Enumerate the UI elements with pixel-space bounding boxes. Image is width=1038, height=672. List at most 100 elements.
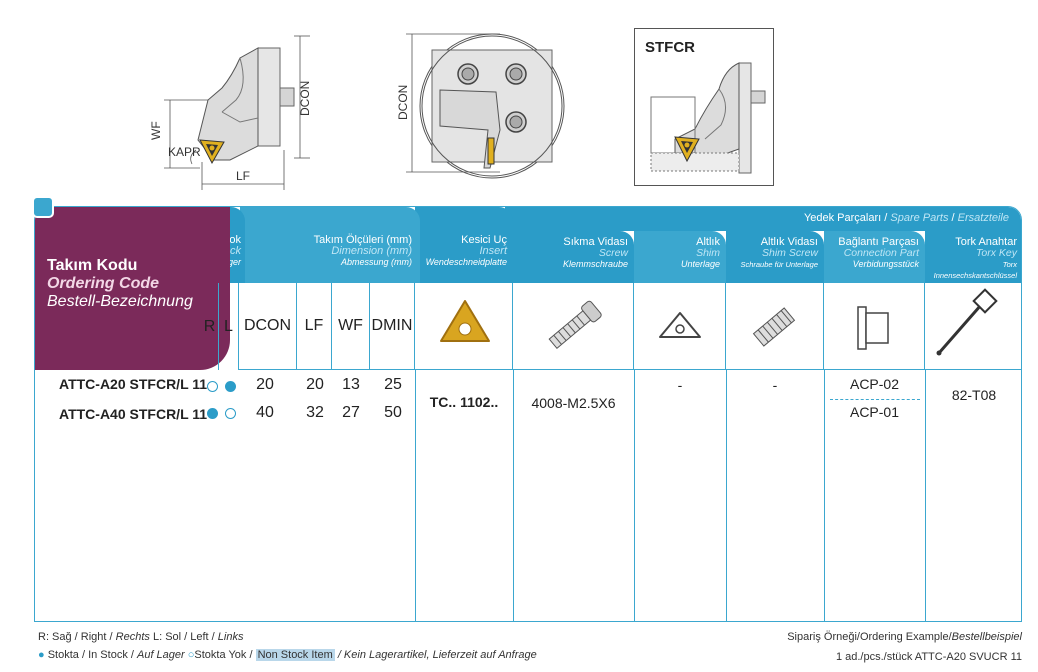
shim-screw-tr: Altlık Vidası [760,236,818,248]
stock-out-icon [207,381,218,392]
connection-value-1: ACP-02 [849,376,900,392]
screw-header: Sıkma Vidası Screw Klemmschraube [513,231,634,283]
insert-de: Wendeschneidplatte [425,257,507,267]
legend-in-de: Auf Lager [136,649,185,661]
table-row-code: ATTC-A20 STFCR/L 11 [59,376,208,392]
shim-screw-en: Shim Screw [761,247,818,259]
screw-de: Klemmschraube [562,259,628,269]
torx-tr: Tork Anahtar [955,236,1017,248]
screw-image-cell [513,283,634,370]
spare-parts-de: Ersatzteile [957,212,1009,224]
shim-value: - [677,377,683,393]
shim-screw-de: Schraube für Unterlage [740,260,818,269]
dimensions-header: Takım Ölçüleri (mm) Dimension (mm) Abmes… [240,207,420,283]
front-dcon-label: DCON [396,85,410,120]
shim-header: Altlık Shim Unterlage [634,231,726,283]
detail-view-title: STFCR [645,39,695,56]
stock-in-icon: ● [38,649,45,661]
connection-header: Bağlantı Parçası Connection Part Verbidu… [824,231,925,283]
torx-header: Tork Anahtar Torx Key Torx Innensechskan… [925,231,1021,283]
divider [634,370,635,621]
dimensions-de: Abmessung (mm) [340,257,412,267]
insert-value: TC.. 1102.. [429,394,499,410]
shim-image-cell [634,283,726,370]
shim-tr: Altlık [696,236,720,248]
legend-out: Stokta Yok / [194,649,256,661]
shim-en: Shim [696,247,720,259]
cell-wf: 13 [342,376,360,393]
legend-l: L: Sol / Left / [149,631,218,643]
sub-l: L [219,283,239,370]
spare-parts-en: Spare Parts [890,212,949,224]
screw-tr: Sıkma Vidası [563,236,628,248]
screw-en: Screw [598,247,628,259]
sub-dmin: DMIN [370,283,415,370]
sub-dcon: DCON [239,283,297,370]
torx-key-icon [936,288,998,356]
ordering-code-en: Ordering Code [47,275,160,292]
kapr-label: KAPR [168,145,201,159]
connection-image-cell [824,283,925,370]
example-label-tr: Sipariş Örneği/Ordering Example/ [787,631,952,643]
stock-in-icon [207,408,218,419]
divider [824,370,825,621]
connection-tr: Bağlantı Parçası [838,236,919,248]
sub-wf: WF [332,283,370,370]
ordering-example-value: 1 ad./pcs./stück ATTC-A20 SVUCR 11 [835,651,1022,663]
stock-out-icon [225,408,236,419]
legend-stock: ● Stokta / In Stock / Auf Lager ○Stokta … [38,649,537,661]
dimensions-tr: Takım Ölçüleri (mm) [313,234,412,246]
legend-out-de: / Kein Lagerartikel, Lieferzeit auf Anfr… [334,649,537,661]
sub-r: R [201,283,219,370]
cell-lf: 32 [306,404,324,421]
divider [726,370,727,621]
legend-l-de: Links [217,631,244,643]
cell-dmin: 50 [384,404,402,421]
legend-rl: R: Sağ / Right / Rechts L: Sol / Left / … [38,631,243,643]
legend-out-en: Non Stock Item [255,649,335,661]
legend-in: Stokta / In Stock / [47,649,137,661]
cell-wf: 27 [342,404,360,421]
torx-value: 82-T08 [951,387,997,403]
insert-tr: Kesici Uç [461,234,507,246]
insert-header: Kesici Uç Insert Wendeschneidplatte [415,207,513,283]
shim-screw-image-cell [726,283,824,370]
legend-r-de: Rechts [115,631,150,643]
stock-in-icon [225,381,236,392]
shim-screw-header: Altlık Vidası Shim Screw Schraube für Un… [726,231,824,283]
product-table: Yedek Parçaları / Spare Parts / Ersatzte… [34,206,1022,622]
dimensions-en: Dimension (mm) [331,245,412,257]
side-dcon-label: DCON [298,81,312,116]
ordering-code-tr: Takım Kodu [47,257,138,274]
table-row-code: ATTC-A40 STFCR/L 11 [59,406,208,422]
torx-image-cell [925,283,1021,370]
stock-out-icon: ○ [187,649,195,661]
ordering-code-de: Bestell-Bezeichnung [47,293,193,310]
spare-parts-tr: Yedek Parçaları [803,212,882,224]
connection-divider [830,399,920,400]
cell-dcon: 40 [256,404,274,421]
connection-en: Connection Part [843,247,919,259]
screw-value: 4008-M2.5X6 [531,395,616,411]
divider [513,370,514,621]
connection-de: Verbidungsstück [852,259,919,269]
wf-label: WF [149,121,163,140]
legend-r: R: Sağ / Right / [38,631,116,643]
torx-en: Torx Key [975,247,1017,259]
shim-screw-value: - [772,377,778,393]
shim-screw-icon [752,307,796,347]
shim-de: Unterlage [680,259,720,269]
cell-dcon: 20 [256,376,274,393]
sub-lf: LF [297,283,332,370]
example-label-de: Bestellbeispiel [951,631,1022,643]
divider [925,370,926,621]
ordering-example-label: Sipariş Örneği/Ordering Example/Bestellb… [787,631,1022,643]
divider [415,370,416,621]
insert-image-cell [415,283,513,370]
insert-icon [440,300,490,342]
connection-part-icon [857,306,889,350]
screw-icon [548,300,602,350]
ordering-code-header: Takım Kodu Ordering Code Bestell-Bezeich… [35,207,230,370]
lf-label: LF [236,169,250,183]
torx-de: Torx Innensechskantschlüssel [933,260,1017,280]
